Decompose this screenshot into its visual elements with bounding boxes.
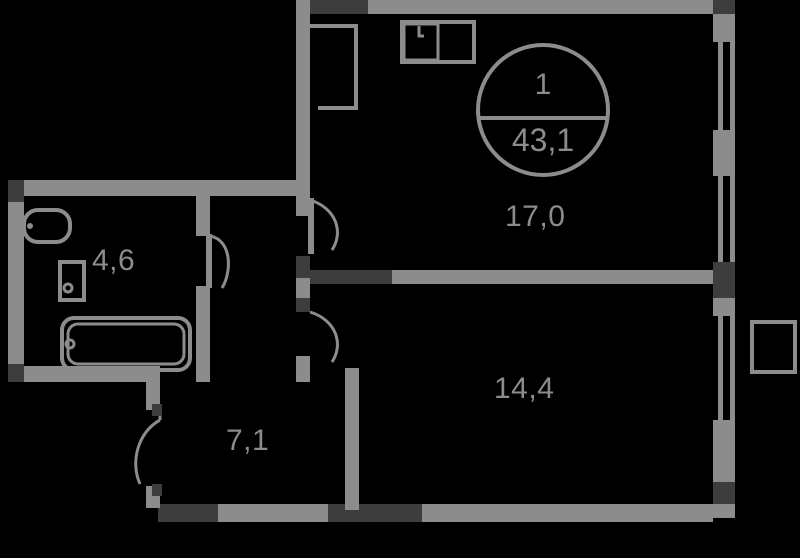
- room-area-bedroom: 14,4: [494, 372, 555, 405]
- room-area-hallway: 7,1: [226, 424, 270, 457]
- apartment-total-area: 43,1: [511, 122, 575, 158]
- apartment-number: 1: [534, 68, 552, 101]
- room-area-bathroom: 4,6: [92, 244, 136, 277]
- room-area-living-room: 17,0: [505, 200, 566, 233]
- walls-outer: [8, 0, 797, 558]
- area-badge: [476, 43, 610, 177]
- kitchen-fixtures: [310, 20, 476, 110]
- doors: [134, 198, 339, 485]
- bathroom-fixtures: [22, 208, 192, 372]
